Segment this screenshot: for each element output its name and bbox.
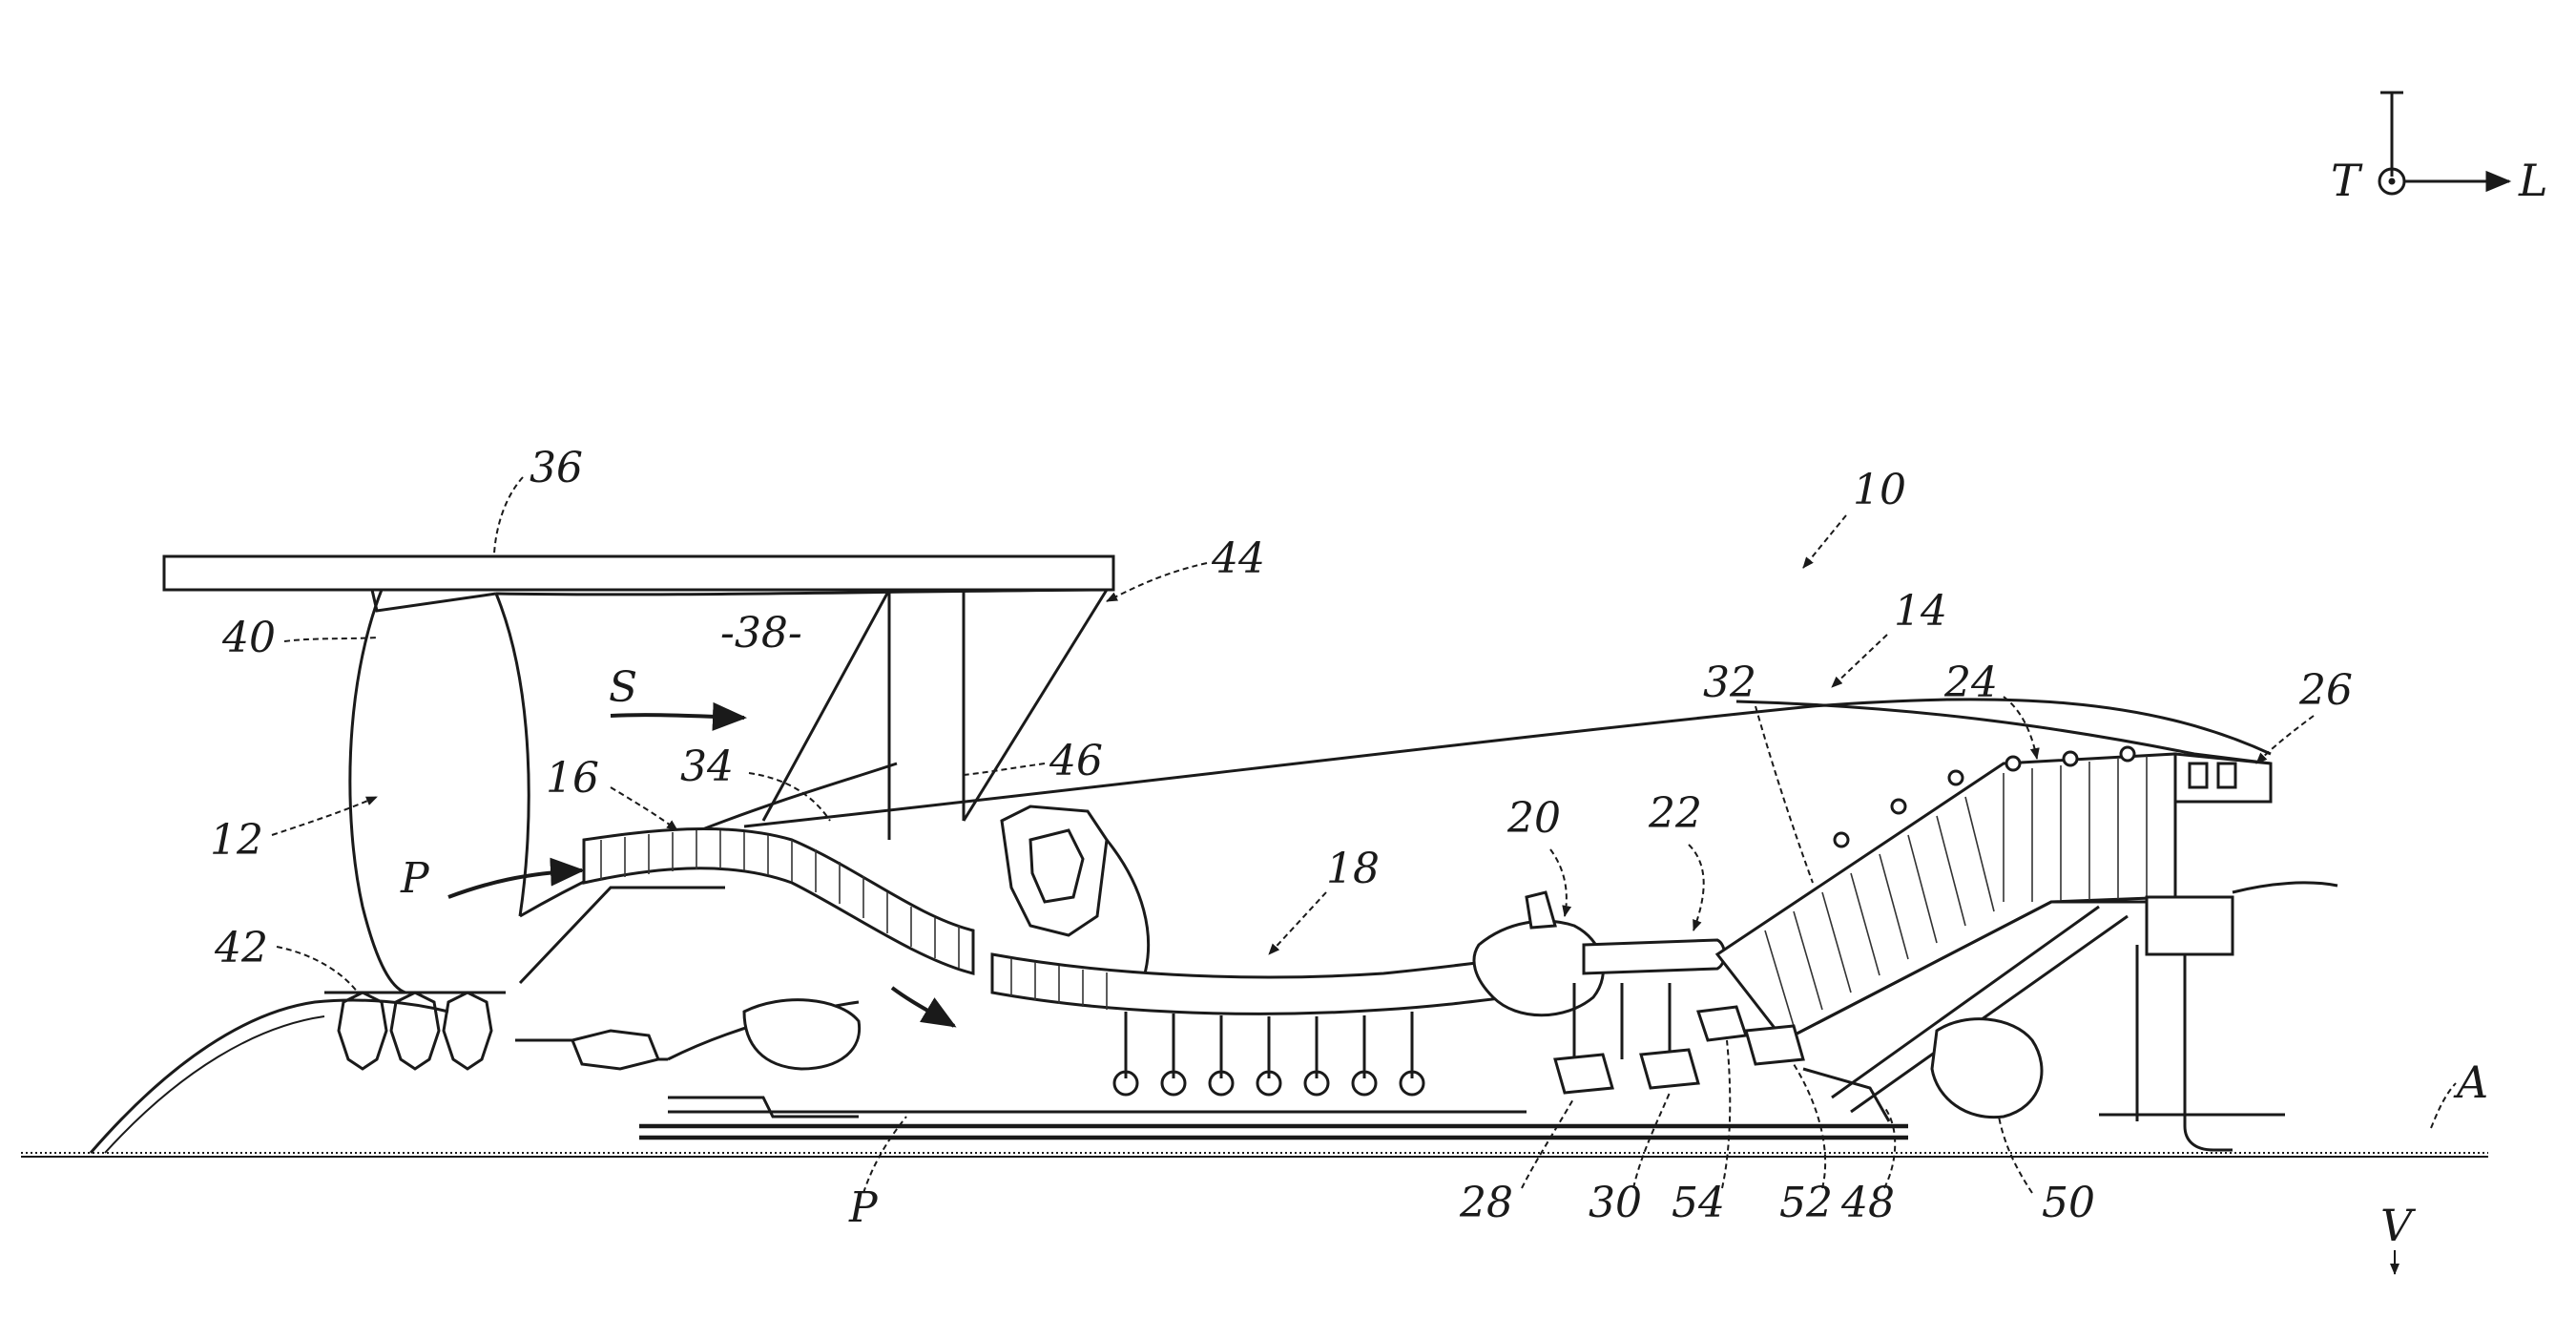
numeral-32: 32 xyxy=(1703,659,1756,707)
secondary-flow-arrow-s xyxy=(611,715,744,718)
bearing-support-28 xyxy=(1555,1055,1612,1093)
leader-40 xyxy=(284,638,377,641)
leader-30 xyxy=(1633,1093,1670,1188)
leader-44 xyxy=(1107,563,1207,601)
spinner-inner-line xyxy=(105,1016,324,1153)
numeral-12: 12 xyxy=(210,816,263,865)
numeral-16: 16 xyxy=(546,754,599,803)
exhaust-flange-2 xyxy=(2218,763,2235,787)
numeral-46: 46 xyxy=(1049,737,1103,785)
numeral-22: 22 xyxy=(1648,789,1702,838)
exhaust-flange-1 xyxy=(2190,763,2207,787)
numeral-42: 42 xyxy=(214,924,268,972)
booster-outer-case xyxy=(584,828,973,973)
leader-16 xyxy=(611,787,677,830)
leader-42 xyxy=(277,947,358,993)
combustor-turbine-zone xyxy=(1474,892,1725,1093)
gearbox-outline-edge xyxy=(1107,840,1149,973)
numeral-38: -38- xyxy=(720,609,802,658)
numeral-50: 50 xyxy=(2042,1179,2095,1227)
leader-28 xyxy=(1522,1098,1574,1188)
leader-18 xyxy=(1269,892,1326,954)
numeral-54: 54 xyxy=(1672,1179,1725,1227)
numeral-24: 24 xyxy=(1943,659,1998,707)
inlet-bracket xyxy=(572,1031,658,1069)
flow-arrows: S P P xyxy=(400,663,954,1232)
rear-bearing-housing-50 xyxy=(1932,1019,2042,1118)
rear-mount-link xyxy=(2185,954,2233,1150)
flow-label-s: S xyxy=(609,663,637,712)
axis-label-a: A xyxy=(2453,1056,2488,1108)
axis-label-t: T xyxy=(2331,155,2363,206)
transverse-axis-dot xyxy=(2389,178,2396,185)
core-inlet-duct xyxy=(515,888,860,1117)
exhaust-mount-block xyxy=(2147,897,2233,954)
leader-54 xyxy=(1722,1040,1730,1188)
hp-compressor xyxy=(992,954,1507,1095)
leader-46 xyxy=(964,763,1045,775)
inlet-duct-outline xyxy=(520,888,725,983)
axis-label-v: V xyxy=(2380,1200,2417,1251)
lp-turbine-case xyxy=(1717,754,2175,1040)
lp-turbine xyxy=(1717,747,2175,1040)
bearing-support-30 xyxy=(1641,1050,1698,1088)
numeral-52: 52 xyxy=(1779,1179,1833,1227)
seal-element-54 xyxy=(1698,1007,1746,1040)
fan-blade-trailing-edge xyxy=(496,594,529,916)
numeral-48: 48 xyxy=(1840,1179,1895,1227)
numeral-44: 44 xyxy=(1211,534,1265,583)
axis-label-l: L xyxy=(2518,155,2548,206)
fan-section xyxy=(91,590,529,1153)
fan-root-1 xyxy=(339,993,386,1069)
leader-24 xyxy=(2004,697,2037,759)
seal-element-52 xyxy=(1746,1026,1803,1064)
numeral-14: 14 xyxy=(1894,587,1947,636)
fan-blade-leading-edge xyxy=(350,590,405,993)
leader-26 xyxy=(2256,716,2314,763)
leader-36 xyxy=(494,477,523,554)
exhaust-plume-line xyxy=(2233,883,2337,892)
numeral-10: 10 xyxy=(1853,466,1906,514)
accessory-gearbox xyxy=(1002,806,1149,973)
numeral-40: 40 xyxy=(221,614,276,662)
vertical-direction-indicator: V xyxy=(2380,1200,2417,1274)
pylon-structure xyxy=(164,556,1113,840)
pylon-fairing-44 xyxy=(964,590,1107,821)
leader-32 xyxy=(1755,706,1813,883)
flow-label-p-upper: P xyxy=(400,854,430,903)
numeral-26: 26 xyxy=(2298,666,2353,715)
pylon-beam-36 xyxy=(164,556,1113,590)
fan-root-3 xyxy=(444,993,491,1069)
numeral-18: 18 xyxy=(1326,845,1380,893)
numeral-34: 34 xyxy=(680,742,734,791)
leader-10 xyxy=(1803,515,1846,568)
low-shaft-housing-line xyxy=(668,1098,859,1117)
leader-20 xyxy=(1550,849,1567,916)
numeral-20: 20 xyxy=(1506,794,1561,843)
combustor-fuel-nozzle xyxy=(1527,892,1555,928)
hp-compressor-case xyxy=(992,954,1507,1014)
leader-50 xyxy=(1999,1117,2032,1193)
leader-12 xyxy=(272,797,377,835)
numeral-36: 36 xyxy=(530,444,583,492)
inlet-component xyxy=(744,1000,860,1069)
booster-compressor xyxy=(584,828,973,973)
leader-48 xyxy=(1884,1107,1895,1188)
coordinate-axes-indicator: T L xyxy=(2331,93,2548,206)
engine-centerline: A xyxy=(21,1056,2488,1157)
pylon-underside-line xyxy=(372,590,496,611)
numeral-28: 28 xyxy=(1459,1179,1513,1227)
leader-14 xyxy=(1832,635,1887,687)
hp-rotor-disks xyxy=(1114,1012,1423,1095)
primary-flow-arrow-inner xyxy=(892,988,954,1026)
hp-turbine-22 xyxy=(1584,940,1725,973)
leader-22 xyxy=(1689,845,1704,930)
leader-a xyxy=(2431,1083,2456,1128)
spinner-nose-cone xyxy=(91,1000,448,1153)
